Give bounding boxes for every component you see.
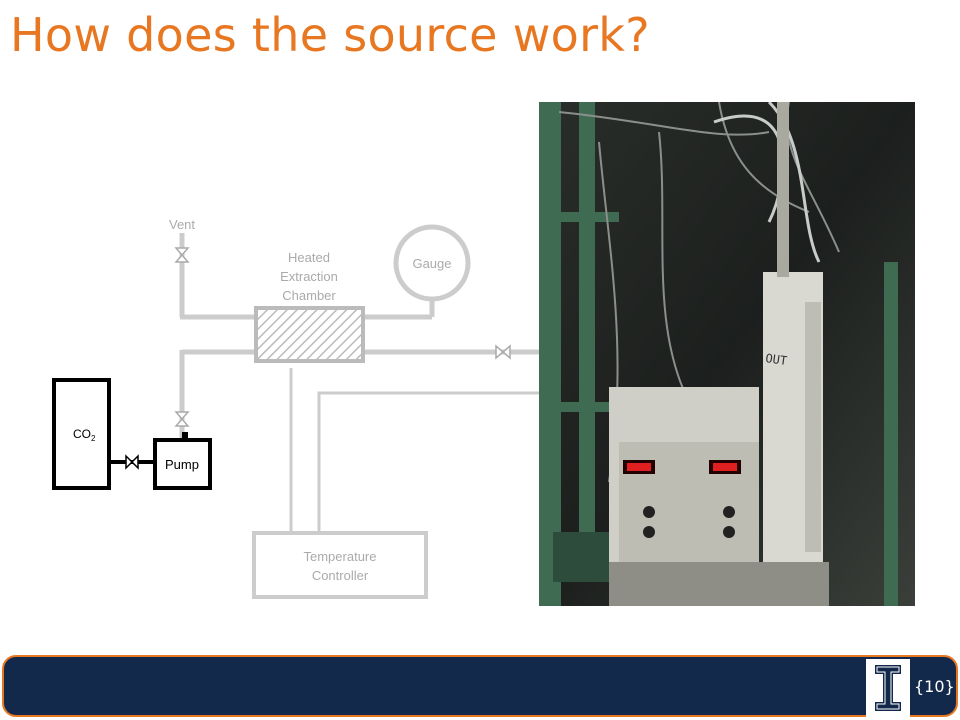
pump-label: Pump [165,457,199,472]
vent-valve-icon [174,247,190,263]
heated-chamber [254,306,365,363]
sensor-wire [317,391,545,533]
footer-bar [2,655,958,717]
outlet-valve-icon [495,344,511,360]
controller-label-line1: Temperature [304,549,377,564]
chamber-label-line1: Heated [288,250,330,265]
co2-label: CO2 [73,427,96,443]
wires [289,368,545,533]
controller-label-line2: Controller [312,568,369,583]
gauge [393,224,471,302]
lab-photo: OUT [539,102,915,606]
tank-valve-icon [125,454,139,470]
chamber-label-line3: Chamber [282,288,336,303]
pump [153,438,212,490]
process-diagram: Vent Heated Extraction Chamber Gauge CO2… [52,217,545,599]
block-i-logo-icon [866,659,910,717]
co2-tank [52,378,111,490]
pump-inlet-valve-icon [174,411,190,427]
slide-title: How does the source work? [10,8,650,62]
chamber-label-line2: Extraction [280,269,338,284]
vent-label: Vent [169,217,195,232]
temperature-controller [252,531,428,599]
photo-out-label: OUT [765,351,788,368]
pipes [179,233,545,440]
slide-number: {10} [914,677,955,696]
gauge-label: Gauge [412,256,451,271]
pump-port [182,432,188,440]
